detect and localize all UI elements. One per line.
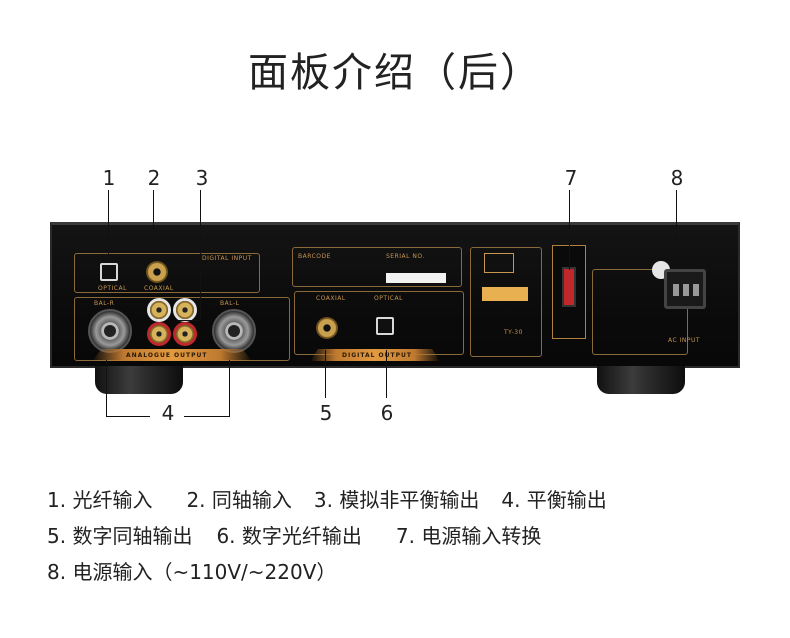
callout-2: 2: [147, 166, 161, 190]
coaxial-input-port: [146, 261, 168, 283]
callout-3: 3: [195, 166, 209, 190]
legend-line-1: 1. 光纤输入 2. 同轴输入 3. 模拟非平衡输出 4. 平衡输出: [47, 484, 607, 513]
callout-7: 7: [564, 166, 578, 190]
ac-input-label: AC INPUT: [668, 337, 701, 344]
serial-sticker: [386, 273, 446, 283]
optical-label: OPTICAL: [98, 285, 127, 292]
product-badge: [482, 287, 528, 301]
legend-line-3: 8. 电源输入（~110V/~220V）: [47, 556, 336, 585]
rca-top-left: [150, 301, 168, 319]
barcode-label: BARCODE: [298, 253, 331, 260]
analogue-output-banner: [92, 349, 252, 361]
xlr-left-output: [212, 309, 256, 353]
leader-3: [200, 190, 201, 320]
rca-bottom-right: [176, 325, 194, 343]
leader-7: [569, 190, 570, 270]
legend-item-7: 7. 电源输入转换: [395, 524, 542, 548]
legend-item-4: 4. 平衡输出: [501, 488, 607, 512]
bal-r-label: BAL-R: [94, 300, 115, 307]
model-info-panel: [470, 247, 542, 357]
barcode-panel: [292, 247, 462, 287]
page-title: 面板介绍（后）: [248, 50, 542, 96]
serial-no-label: SERIAL NO.: [386, 253, 425, 260]
coaxial-output-port: [316, 317, 338, 339]
rca-bottom-left: [150, 325, 168, 343]
callout-4: 4: [161, 401, 175, 425]
right-foot: [597, 366, 685, 394]
leader-4-h-right: [184, 416, 230, 417]
digital-output-label: DIGITAL OUTPUT: [342, 352, 412, 359]
legend-item-5: 5. 数字同轴输出: [47, 524, 193, 548]
callout-5: 5: [319, 401, 333, 425]
optical-input-port: [100, 263, 118, 281]
callout-1: 1: [102, 166, 116, 190]
coaxial-output-label: COAXIAL: [316, 295, 346, 302]
leader-4-right: [229, 360, 230, 416]
voltage-selector-switch[interactable]: [562, 267, 576, 307]
digital-input-label: DIGITAL INPUT: [202, 255, 252, 262]
warning-panel: [592, 269, 688, 355]
legend-item-8: 8. 电源输入（~110V/~220V）: [47, 560, 337, 584]
disc-logo: [484, 253, 514, 273]
analogue-output-label: ANALOGUE OUTPUT: [126, 352, 208, 359]
coaxial-label: COAXIAL: [144, 285, 174, 292]
model-number: TY-30: [504, 329, 523, 336]
leader-5: [325, 350, 326, 398]
optical-output-port: [376, 317, 394, 335]
legend-item-2: 2. 同轴输入: [186, 488, 292, 512]
left-foot: [95, 366, 183, 394]
digital-input-panel: [74, 253, 260, 293]
legend-item-6: 6. 数字光纤输出: [216, 524, 362, 548]
leader-3-h: [178, 320, 200, 321]
xlr-right-output: [88, 309, 132, 353]
leader-6: [386, 350, 387, 398]
rca-top-right: [176, 301, 194, 319]
callout-8: 8: [670, 166, 684, 190]
leader-2: [153, 190, 154, 250]
leader-4-left: [106, 360, 107, 416]
leader-1: [108, 190, 109, 256]
callout-6: 6: [380, 401, 394, 425]
bal-l-label: BAL-L: [220, 300, 240, 307]
legend-item-3: 3. 模拟非平衡输出: [313, 488, 480, 512]
device-rear-panel: DIGITAL INPUT OPTICAL COAXIAL BAL-R BAL-…: [50, 222, 740, 368]
legend-line-2: 5. 数字同轴输出 6. 数字光纤输出 7. 电源输入转换: [47, 520, 541, 549]
optical-output-label: OPTICAL: [374, 295, 403, 302]
ac-power-inlet: [664, 269, 706, 309]
digital-output-banner: [310, 349, 440, 361]
leader-4-h-left: [106, 416, 150, 417]
legend-item-1: 1. 光纤输入: [47, 488, 153, 512]
leader-8: [676, 190, 677, 266]
